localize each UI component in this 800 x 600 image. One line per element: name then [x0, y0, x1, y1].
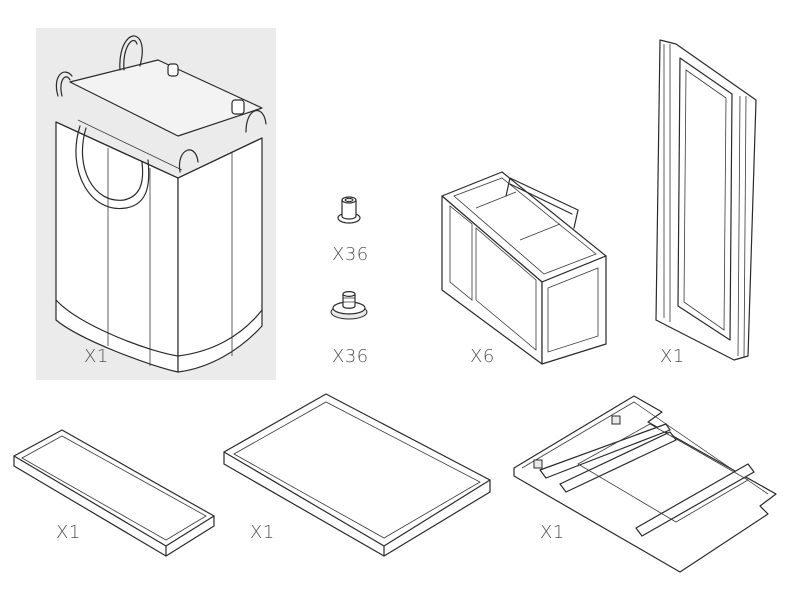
- quantity-label-storage-box: X6: [470, 346, 495, 367]
- quantity-label-connector-male: X36: [332, 346, 369, 367]
- quantity-label-shelf-board: X1: [540, 522, 565, 543]
- quantity-label-connector-female: X36: [332, 244, 369, 265]
- quantity-label-large-tray: X1: [250, 522, 275, 543]
- quantity-label-laundry-bag: X1: [84, 346, 109, 367]
- quantity-label-side-frame: X1: [660, 346, 685, 367]
- quantity-label-small-tray: X1: [56, 522, 81, 543]
